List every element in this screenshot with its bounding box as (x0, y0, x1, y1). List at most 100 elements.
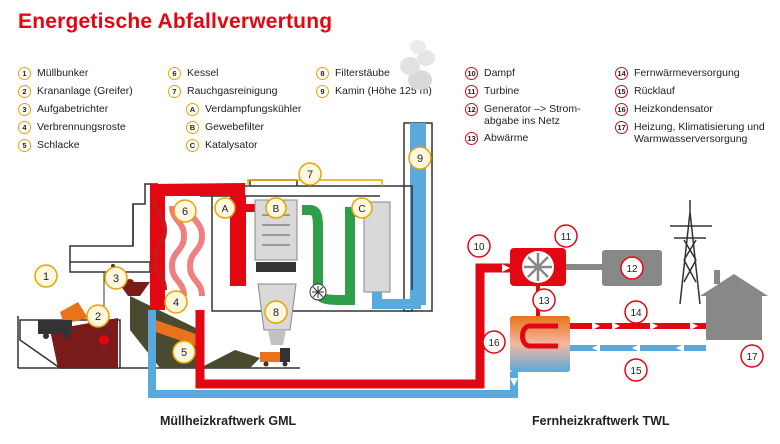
legend-item: 12 Generator –> Strom- abgabe ins Netz (465, 103, 581, 127)
legend-number: 1 (18, 67, 31, 80)
marker-15: 15 (624, 358, 648, 382)
legend-number: 3 (18, 103, 31, 116)
marker-5: 5 (172, 340, 196, 364)
legend-number: 15 (615, 85, 628, 98)
legend-number: 5 (18, 139, 31, 152)
legend-label: Verbrennungsroste (37, 121, 126, 133)
legend-item: 14 Fernwärmeversorgung (615, 67, 765, 80)
garbage-truck-icon (38, 302, 88, 339)
legend-item: 2 Krananlage (Greifer) (18, 85, 133, 98)
svg-text:9: 9 (417, 153, 423, 165)
marker-c: C (351, 197, 373, 219)
svg-text:11: 11 (561, 232, 572, 243)
legend-number: 11 (465, 85, 478, 98)
fan-icon (309, 283, 327, 301)
svg-text:14: 14 (630, 308, 642, 319)
marker-14: 14 (624, 300, 648, 324)
legend-label: Generator –> Strom- abgabe ins Netz (484, 103, 581, 127)
diagram-markers: 1 2 3 4 5 6 7 8 9 A B C 10 11 12 13 14 1… (34, 146, 764, 382)
marker-7: 7 (298, 162, 322, 186)
legend-item: 6 Kessel (168, 67, 301, 80)
legend-item: 3 Aufgabetrichter (18, 103, 133, 116)
legend-label: Kamin (Höhe 125 m) (335, 85, 432, 97)
legend-number: 10 (465, 67, 478, 80)
svg-text:1: 1 (43, 271, 49, 283)
legend-label: Turbine (484, 85, 520, 97)
legend-label: Filterstäube (335, 67, 390, 79)
svg-text:6: 6 (182, 206, 188, 218)
marker-2: 2 (86, 304, 110, 328)
page-title: Energetische Abfallverwertung (18, 10, 333, 33)
marker-10: 10 (467, 234, 491, 258)
legend-label: Müllbunker (37, 67, 89, 79)
feed-hopper-icon (118, 279, 150, 296)
house-icon (700, 270, 768, 340)
legend-item: 9 Kamin (Höhe 125 m) (316, 85, 432, 98)
marker-17: 17 (740, 344, 764, 368)
legend-label: Heizkondensator (634, 103, 713, 115)
legend-number: 8 (316, 67, 329, 80)
power-pylon-icon (670, 200, 712, 305)
legend-item: 10 Dampf (465, 67, 581, 80)
legend-column-4: 10 Dampf 11 Turbine 12 Generator –> Strom- ab… (465, 67, 581, 150)
legend-label: Katalysator (205, 139, 258, 151)
marker-16: 16 (482, 330, 506, 354)
turbine-icon (510, 248, 602, 286)
marker-a: A (214, 197, 236, 219)
legend-item: 11 Turbine (465, 85, 581, 98)
svg-text:13: 13 (538, 296, 550, 307)
legend-number: A (186, 103, 199, 116)
legend-number: 4 (18, 121, 31, 134)
marker-b: B (265, 197, 287, 219)
legend-item: 5 Schlacke (18, 139, 133, 152)
legend-label: Rücklauf (634, 85, 675, 97)
caption-right: Fernheizkraftwerk TWL (532, 414, 670, 428)
svg-text:7: 7 (307, 169, 313, 181)
svg-text:15: 15 (630, 366, 642, 377)
legend-label: Krananlage (Greifer) (37, 85, 133, 97)
slag-truck-icon (260, 348, 290, 367)
legend-number: 2 (18, 85, 31, 98)
legend-label: Schlacke (37, 139, 80, 151)
legend-label: Kessel (187, 67, 219, 79)
svg-text:10: 10 (473, 242, 485, 253)
legend-number: 12 (465, 103, 478, 116)
legend-label: Dampf (484, 67, 515, 79)
chimney (400, 40, 435, 312)
svg-text:C: C (358, 204, 365, 215)
legend-label: Rauchgasreinigung (187, 85, 278, 97)
legend-item: A Verdampfungskühler (186, 103, 301, 116)
marker-8: 8 (264, 300, 288, 324)
legend-number: 6 (168, 67, 181, 80)
marker-4: 4 (164, 290, 188, 314)
marker-1: 1 (34, 264, 58, 288)
svg-text:8: 8 (273, 307, 279, 319)
legend-column-3: 8 Filterstäube 9 Kamin (Höhe 125 m) (316, 67, 432, 103)
marker-11: 11 (554, 224, 578, 248)
legend-label: Verdampfungskühler (205, 103, 302, 115)
svg-text:12: 12 (626, 264, 638, 275)
legend-item: C Katalysator (186, 139, 301, 152)
legend-label: Fernwärmeversorgung (634, 67, 740, 79)
legend-number: 14 (615, 67, 628, 80)
legend-number: 7 (168, 85, 181, 98)
legend-item: 1 Müllbunker (18, 67, 133, 80)
legend-number: 17 (615, 121, 628, 134)
legend-item: 7 Rauchgasreinigung (168, 85, 301, 98)
svg-text:3: 3 (113, 273, 119, 285)
svg-text:16: 16 (488, 338, 500, 349)
legend-label: Aufgabetrichter (37, 103, 109, 115)
svg-text:4: 4 (173, 297, 179, 309)
legend-label: Gewebefilter (205, 121, 264, 133)
marker-9: 9 (408, 146, 432, 170)
svg-text:A: A (222, 204, 229, 215)
legend-number: 9 (316, 85, 329, 98)
legend-number: C (186, 139, 199, 152)
steam-pipe (195, 263, 510, 389)
